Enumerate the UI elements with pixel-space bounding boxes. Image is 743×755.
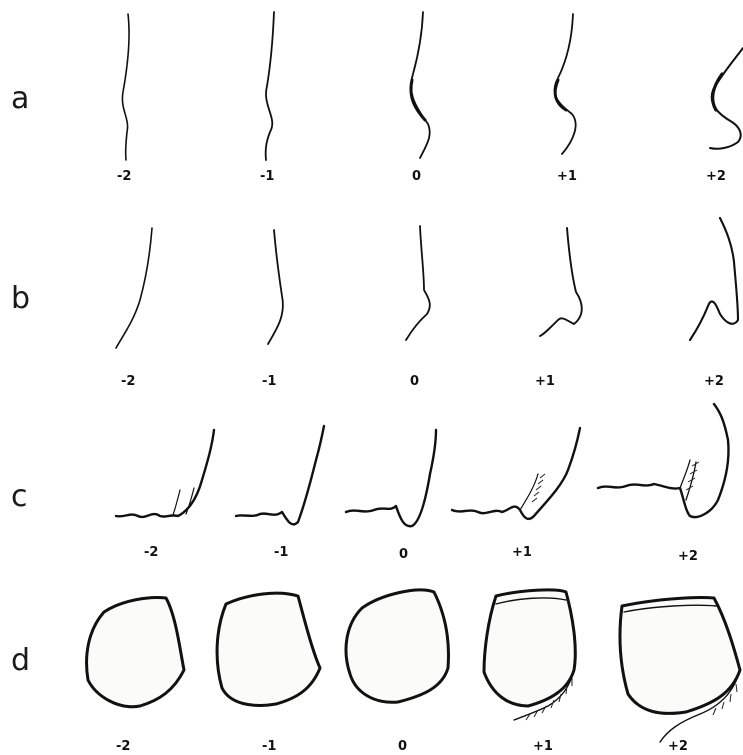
profile-c-minus2-line3 [173, 490, 180, 515]
grade-label-c-minus2: -2 [144, 545, 158, 560]
grade-labels-row-c: -2 -1 0 +1 +2 [144, 545, 698, 564]
row-label-a: a [11, 81, 29, 116]
row-a [122, 12, 743, 160]
row-b [116, 218, 738, 348]
tooth-d-plus2 [620, 597, 740, 713]
grade-label-d-plus1: +1 [533, 739, 553, 754]
profile-a-0 [411, 12, 430, 158]
profile-a-0-shade [411, 80, 425, 120]
profile-c-plus2-inner1 [680, 460, 690, 488]
profile-a-plus2 [710, 48, 743, 149]
grade-label-a-plus2: +2 [706, 169, 726, 184]
profile-c-minus1 [236, 426, 324, 524]
row-label-c: c [11, 479, 28, 514]
grade-label-c-plus2: +2 [678, 549, 698, 564]
profile-c-plus1 [452, 428, 580, 519]
tooth-d-minus2 [87, 598, 184, 707]
grade-label-c-0: 0 [399, 547, 408, 562]
grade-label-c-minus1: -1 [274, 545, 288, 560]
row-label-d: d [11, 643, 30, 678]
grade-labels-row-a: -2 -1 0 +1 +2 [117, 169, 726, 184]
profile-b-minus1 [268, 230, 283, 344]
profile-c-0 [346, 430, 436, 526]
grade-label-a-minus2: -2 [117, 169, 131, 184]
profile-a-minus2 [122, 14, 129, 160]
grade-label-d-plus2: +2 [668, 739, 688, 754]
profile-c-plus1-inner [520, 474, 538, 510]
grade-label-b-minus1: -1 [262, 374, 276, 389]
grade-label-d-minus1: -1 [262, 739, 276, 754]
grade-labels-row-b: -2 -1 0 +1 +2 [121, 374, 724, 389]
grade-label-a-minus1: -1 [260, 169, 274, 184]
profile-c-plus2 [598, 404, 729, 517]
grade-label-b-0: 0 [410, 374, 419, 389]
grade-label-b-plus1: +1 [535, 374, 555, 389]
row-c [116, 404, 729, 526]
grade-labels-row-d: -2 -1 0 +1 +2 [116, 739, 688, 754]
profile-b-plus1 [540, 228, 582, 336]
row-label-b: b [11, 281, 30, 316]
hatching-c-plus1 [532, 474, 545, 502]
grade-label-c-plus1: +1 [512, 545, 532, 560]
grade-label-a-plus1: +1 [557, 169, 577, 184]
tooth-d-plus1 [484, 590, 575, 706]
grade-label-a-0: 0 [412, 169, 421, 184]
profile-a-plus1-shade [555, 80, 566, 110]
tooth-d-minus1 [217, 593, 320, 705]
grade-label-d-0: 0 [398, 739, 407, 754]
grade-label-d-minus2: -2 [116, 739, 130, 754]
profile-b-0 [406, 226, 430, 340]
grade-label-b-plus2: +2 [704, 374, 724, 389]
profile-c-minus2 [116, 430, 214, 517]
profile-a-minus1 [266, 12, 274, 160]
row-d [87, 590, 740, 742]
tooth-d-0 [346, 590, 448, 702]
profile-b-plus2 [690, 218, 738, 340]
grade-label-b-minus2: -2 [121, 374, 135, 389]
profile-b-minus2 [116, 228, 152, 348]
